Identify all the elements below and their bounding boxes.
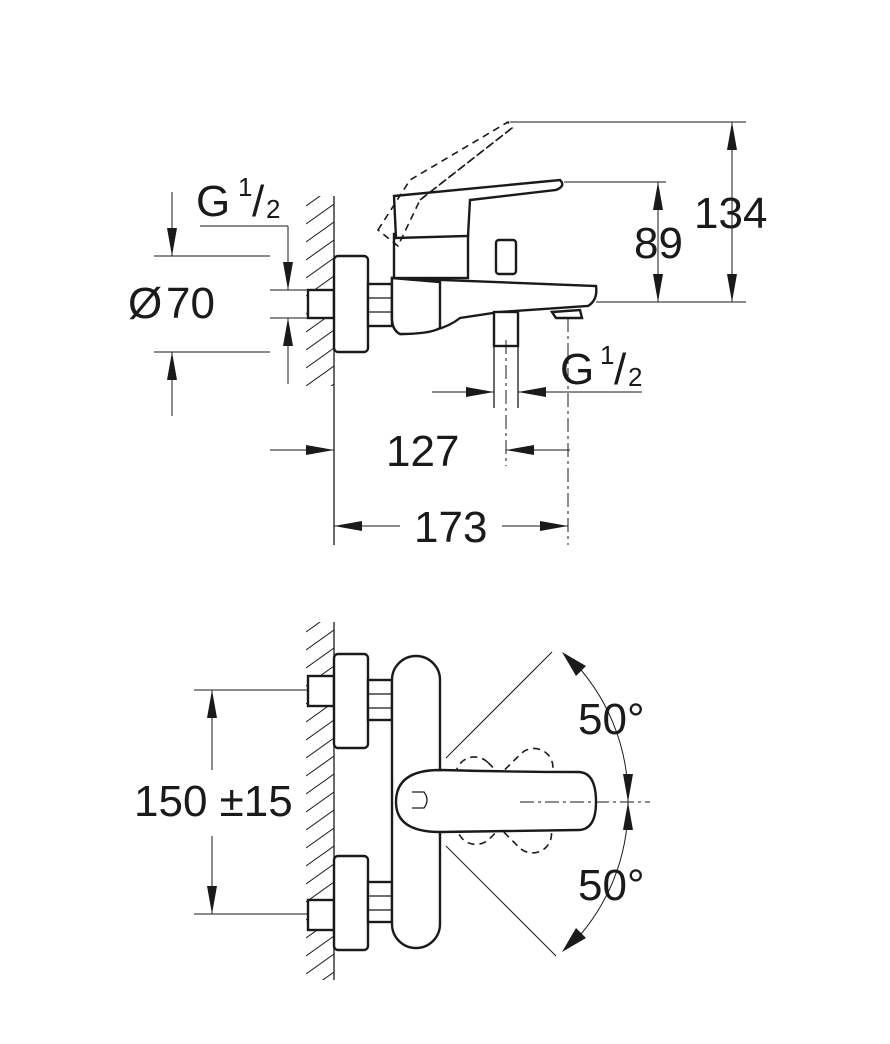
svg-text:/: / [614, 345, 627, 394]
svg-text:G: G [560, 345, 594, 394]
svg-text:/: / [252, 177, 265, 226]
centers-dimension-label: 150 ±15 [134, 777, 293, 826]
upper-connection [306, 652, 394, 750]
lever-handle [394, 768, 598, 834]
lever-open-position-line [419, 127, 513, 201]
lower-connection [306, 854, 394, 952]
svg-text:1: 1 [238, 172, 252, 202]
thread-label-outlet: G 1 / 2 [560, 340, 642, 394]
svg-text:2: 2 [266, 194, 280, 224]
wall-hatching-top [306, 196, 335, 545]
depth-127-label: 127 [386, 427, 459, 476]
arrowheads-bottom [207, 652, 633, 952]
rotation-line-upper [445, 651, 553, 759]
lever-open-position-outline [376, 120, 514, 248]
depth-173-label: 173 [414, 503, 487, 552]
angle-upper-label: 50° [578, 695, 645, 744]
svg-text:2: 2 [628, 362, 642, 392]
diameter-label: 70 [166, 279, 215, 328]
arrowheads-top [167, 122, 737, 531]
thread-label-inlet: G 1 / 2 [196, 172, 280, 226]
inlet-rosette [306, 254, 394, 354]
mixer-body [390, 178, 598, 408]
wall-hatching-bottom [306, 622, 335, 980]
rotation-line-lower [445, 845, 557, 957]
svg-text:1: 1 [600, 340, 614, 370]
diameter-symbol: Ø [128, 279, 162, 328]
height-134-label: 134 [694, 189, 767, 238]
height-89-label: 89 [634, 219, 683, 268]
svg-text:G: G [196, 177, 230, 226]
side-elevation-view: G 1 / 2 Ø 70 134 89 G 1 / 2 127 173 [128, 120, 767, 552]
angle-lower-label: 50° [578, 861, 645, 910]
front-elevation-view: 150 ±15 50° 50° [134, 622, 650, 980]
